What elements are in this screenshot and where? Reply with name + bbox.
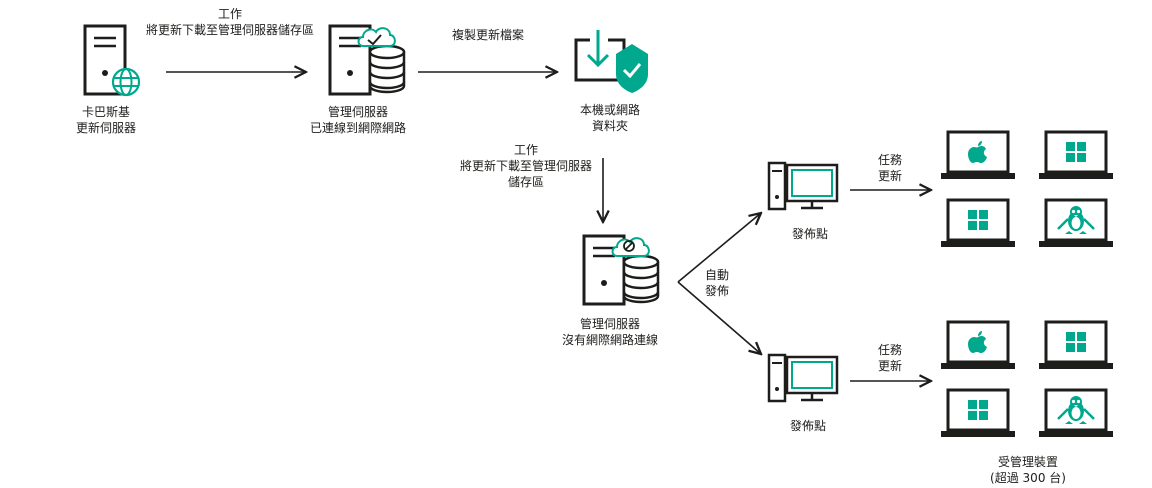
label-line: 已連線到網際網路 (309, 121, 406, 135)
admin-connected-label: 管理伺服器 已連線到網際網路 (298, 104, 418, 136)
label-line: (超過 300 台) (990, 471, 1066, 485)
admin-server-connected (328, 24, 406, 96)
dist-point-2-label: 發佈點 (789, 419, 826, 433)
label-line: 發佈 (704, 284, 729, 298)
laptop-windows (1037, 130, 1115, 181)
database-icon (368, 44, 406, 94)
label-line: 工作 (217, 7, 242, 21)
label-line: 資料夾 (591, 119, 628, 133)
label-line: 將更新下載至管理伺服器 (459, 159, 592, 173)
laptop-apple (939, 320, 1017, 371)
label-line: 儲存區 (507, 175, 544, 189)
admin-offline-label: 管理伺服器 沒有網際網路連線 (550, 316, 670, 348)
label-line: 任務 (877, 343, 902, 357)
database-icon (622, 254, 660, 304)
arrow-offline-to-dist-point-1 (677, 213, 761, 283)
label-line: 管理伺服器 (327, 105, 388, 119)
label-line: 工作 (513, 143, 538, 157)
desktop-computer-icon (767, 353, 839, 403)
shield-check-icon (616, 44, 648, 93)
kaspersky-update-server (83, 24, 141, 97)
task-update-1-label: 任務 更新 (866, 152, 914, 184)
laptop-linux (1037, 198, 1115, 249)
task-download-2-label: 工作 將更新下載至管理伺服器 儲存區 (448, 142, 604, 190)
globe-icon (111, 67, 141, 97)
kaspersky-server-label: 卡巴斯基 更新伺服器 (56, 104, 156, 136)
dist-point-1-label: 發佈點 (791, 227, 828, 241)
cloud-check-icon (357, 27, 396, 47)
task-update-2-label: 任務 更新 (866, 342, 914, 374)
admin-server-offline (582, 234, 660, 306)
label-line: 更新 (877, 359, 902, 373)
label-line: 卡巴斯基 (81, 105, 130, 119)
auto-distribute-label: 自動 發佈 (694, 267, 740, 299)
label-line: 管理伺服器 (579, 317, 640, 331)
label-line: 任務 (877, 153, 902, 167)
label-line: 更新伺服器 (75, 121, 136, 135)
laptop-windows (939, 388, 1017, 439)
laptop-windows (1037, 320, 1115, 371)
local-folder-label: 本機或網路 資料夾 (560, 102, 660, 134)
managed-devices-label: 受管理裝置 (超過 300 台) (976, 454, 1080, 486)
label-line: 本機或網路 (579, 103, 640, 117)
laptop-linux (1037, 388, 1115, 439)
label-line: 自動 (704, 268, 729, 282)
task-download-1-label: 工作 將更新下載至管理伺服器儲存區 (130, 6, 330, 38)
label-line: 更新 (877, 169, 902, 183)
laptop-apple (939, 130, 1017, 181)
desktop-computer-icon (767, 161, 839, 211)
label-line: 受管理裝置 (997, 455, 1058, 469)
label-line: 沒有網際網路連線 (561, 333, 658, 347)
label-line: 將更新下載至管理伺服器儲存區 (145, 23, 314, 37)
copy-updates-label: 複製更新檔案 (451, 28, 524, 42)
arrow-offline-to-dist-point-2 (677, 281, 761, 354)
cloud-blocked-icon (611, 237, 650, 257)
laptop-windows (939, 198, 1017, 249)
local-network-folder (574, 30, 648, 93)
